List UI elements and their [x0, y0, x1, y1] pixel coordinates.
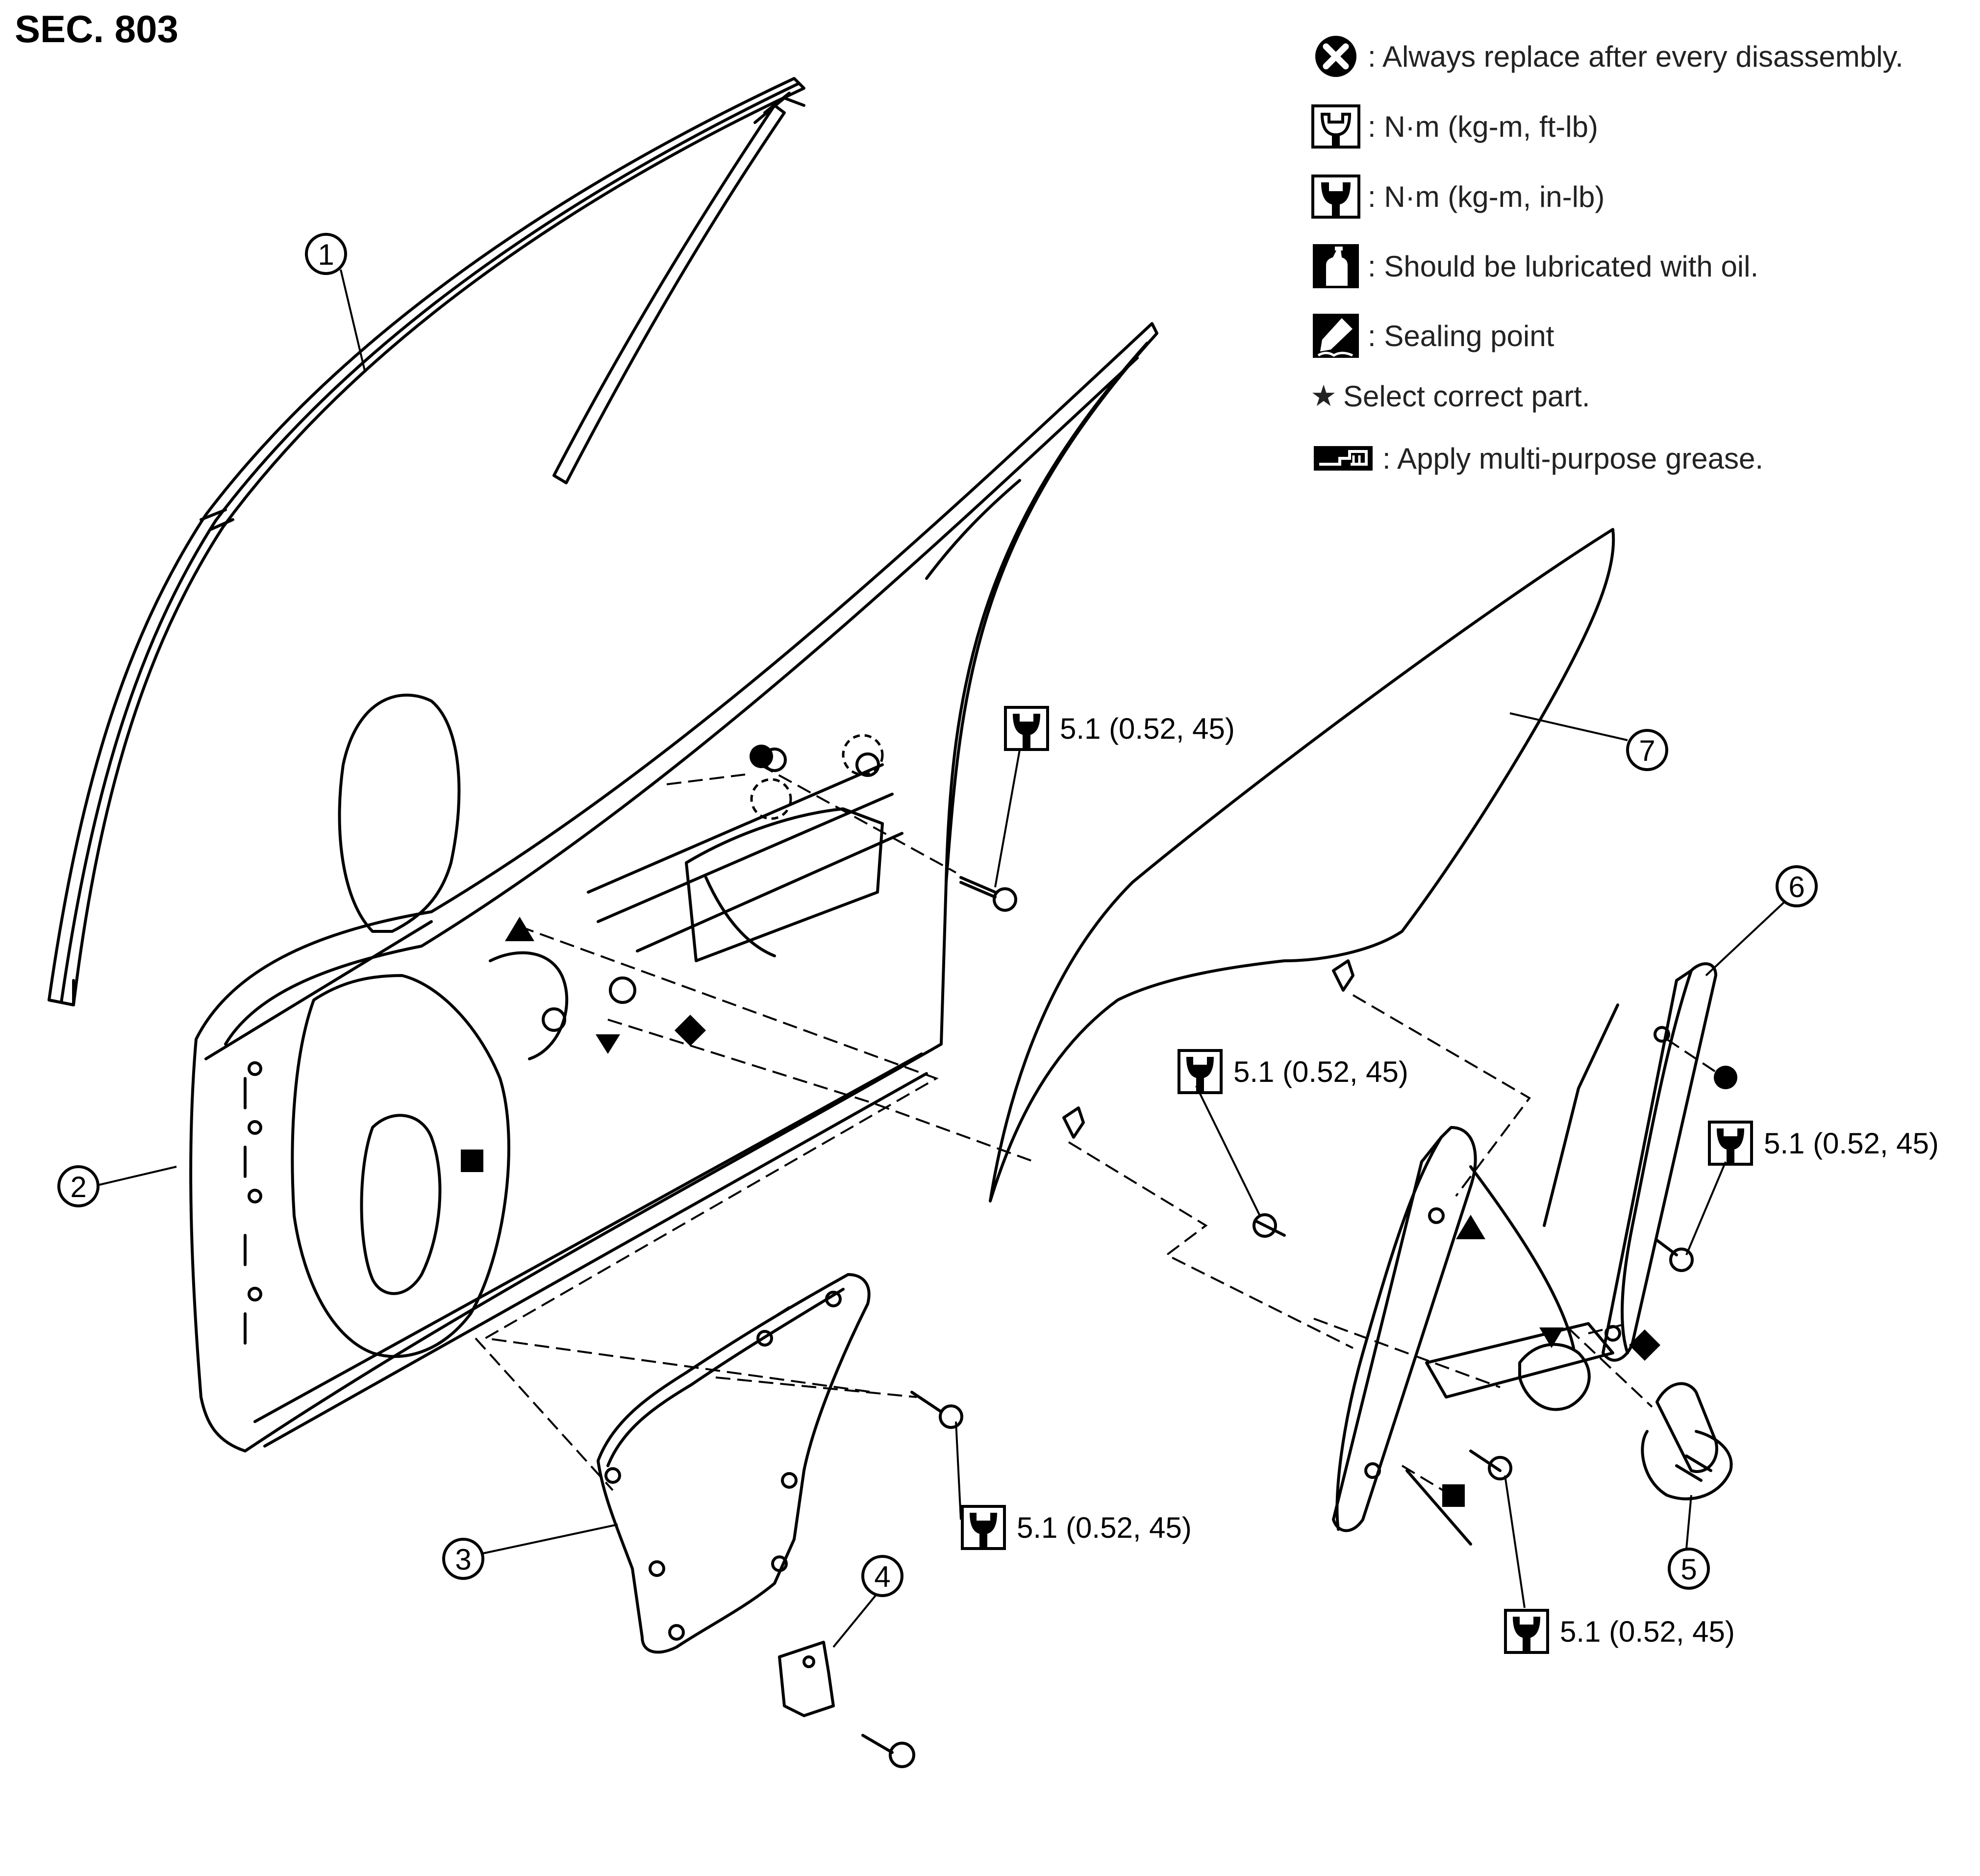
legend-text: : Always replace after every disassembly… — [1368, 40, 1904, 73]
torque-spec-regulator-right: 5.1 (0.52, 45) — [1708, 1121, 1939, 1166]
sealing-screen-part — [597, 1273, 871, 1654]
callout-number: 2 — [70, 1171, 86, 1203]
legend-row-star: ★ Select correct part. — [1309, 369, 1590, 423]
triangle-up-mark — [1456, 1215, 1485, 1239]
callout-7: 7 — [1509, 712, 1668, 771]
legend-row-torque-ft-lb: : N·m (kg-m, ft-lb) — [1309, 100, 1598, 153]
legend-row-torque-in-lb: : N·m (kg-m, in-lb) — [1309, 170, 1604, 224]
legend-text: : Apply multi-purpose grease. — [1382, 442, 1764, 475]
legend-row-sealing: : Sealing point — [1309, 309, 1554, 363]
triangle-down-mark — [596, 1034, 620, 1054]
callout-3: 3 — [442, 1524, 618, 1580]
callout-number: 1 — [318, 238, 334, 271]
door-glass-part — [989, 528, 1615, 1202]
torque-in-lb-icon — [1504, 1609, 1549, 1654]
regulator-motor-part — [1641, 1382, 1733, 1501]
legend-text: : Should be lubricated with oil. — [1368, 250, 1759, 283]
sealing-point-icon — [1309, 311, 1363, 360]
diamond-mark — [1629, 1329, 1660, 1361]
front-door-panel-part — [189, 322, 1158, 1452]
grease-icon — [1309, 434, 1378, 483]
torque-spec-regulator-left: 5.1 (0.52, 45) — [1178, 1049, 1408, 1094]
legend-text: : Sealing point — [1368, 319, 1554, 352]
torque-value: 5.1 (0.52, 45) — [1764, 1126, 1939, 1160]
triangle-down-mark — [1539, 1327, 1564, 1348]
callout-6: 6 — [1705, 865, 1818, 976]
square-mark — [461, 1150, 483, 1172]
legend-row-always-replace: : Always replace after every disassembly… — [1309, 29, 1904, 83]
bolt-parts — [910, 876, 1694, 1480]
callout-1: 1 — [305, 233, 366, 373]
callout-number: 4 — [874, 1560, 890, 1593]
circle-mark — [1714, 1066, 1737, 1089]
torque-value: 5.1 (0.52, 45) — [1017, 1511, 1192, 1544]
torque-in-lb-icon — [1004, 706, 1049, 751]
callout-5: 5 — [1668, 1495, 1710, 1590]
callouts: 1 2 3 4 5 6 7 — [57, 233, 1818, 1648]
callout-2: 2 — [57, 1165, 177, 1207]
bracket-part — [778, 1641, 915, 1768]
torque-ft-lb-icon — [1309, 102, 1363, 151]
torque-value: 5.1 (0.52, 45) — [1233, 1055, 1408, 1088]
torque-spec-sealing-screen: 5.1 (0.52, 45) — [961, 1505, 1192, 1550]
circle-mark — [750, 745, 773, 768]
legend-text: Select correct part. — [1343, 379, 1590, 413]
torque-value: 5.1 (0.52, 45) — [1060, 712, 1235, 745]
square-mark — [1442, 1484, 1465, 1507]
callout-4: 4 — [832, 1555, 903, 1648]
legend-row-oil: : Should be lubricated with oil. — [1309, 239, 1758, 293]
oil-can-icon — [1309, 242, 1363, 291]
torque-in-lb-icon — [1309, 172, 1363, 221]
window-regulator-part — [1332, 962, 1717, 1546]
alignment-marks — [461, 745, 1737, 1507]
torque-spec-regulator-upper: 5.1 (0.52, 45) — [1004, 706, 1235, 751]
callout-number: 7 — [1639, 734, 1655, 767]
star-icon: ★ — [1310, 379, 1337, 412]
always-replace-icon — [1309, 32, 1363, 81]
section-title: SEC. 803 — [15, 7, 178, 50]
callout-number: 5 — [1680, 1553, 1697, 1586]
legend-text: : N·m (kg-m, in-lb) — [1368, 180, 1605, 213]
torque-in-lb-icon — [961, 1505, 1006, 1550]
callout-number: 3 — [455, 1543, 471, 1576]
triangle-up-mark — [505, 917, 534, 941]
torque-in-lb-icon — [1708, 1121, 1753, 1166]
torque-spec-regulator-lower: 5.1 (0.52, 45) — [1504, 1609, 1735, 1654]
callout-number: 6 — [1788, 871, 1805, 903]
legend-row-grease: : Apply multi-purpose grease. — [1309, 431, 1763, 485]
legend-text: : N·m (kg-m, ft-lb) — [1368, 110, 1598, 143]
diamond-mark — [675, 1015, 706, 1046]
sash-molding-part — [48, 77, 805, 1006]
torque-value: 5.1 (0.52, 45) — [1560, 1615, 1735, 1648]
